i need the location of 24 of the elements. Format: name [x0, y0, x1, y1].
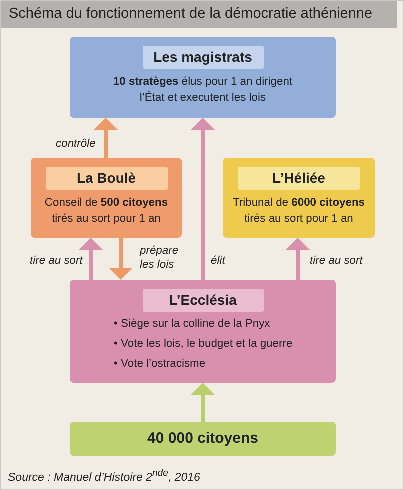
- arrow: [286, 238, 310, 280]
- heading-label: La Boulè: [46, 167, 168, 190]
- bullet-item: • Siège sur la colline de la Pnyx: [114, 317, 272, 332]
- arrow: [79, 238, 103, 280]
- arrow: [191, 383, 215, 422]
- node-text: 10 stratèges élus pour 1 an dirigent l’État et executent les lois: [112, 75, 294, 106]
- arrow: [94, 118, 118, 158]
- arrow: [109, 238, 133, 280]
- node-box: [70, 422, 336, 456]
- arrow: [191, 118, 215, 280]
- bullet-item: • Vote l’ostracisme: [114, 357, 207, 372]
- node-text: Conseil de 500 citoyens tirés au sort pour 1 an: [44, 196, 170, 227]
- diagram-title: Schéma du fonctionnement de la démocratie athénienne: [1, 1, 397, 28]
- node-box: [70, 280, 336, 383]
- bullet-item: • Vote les lois, le budget et la guerre: [114, 337, 294, 352]
- heading-label: L’Ecclésia: [142, 289, 264, 312]
- node-box: [223, 158, 375, 238]
- heading-label: Les magistrats: [142, 46, 264, 69]
- node-text: 40 000 citoyens: [146, 429, 260, 449]
- node-box: [31, 158, 182, 238]
- heading-label: L’Héliée: [238, 167, 360, 190]
- source-caption: Source : Manuel d’Histoire 2$^{nde}$, 2016: [8, 468, 200, 484]
- node-box: [70, 37, 336, 118]
- node-text: Tribunal de 6000 citoyens tirés au sort pour 1 an: [232, 196, 366, 227]
